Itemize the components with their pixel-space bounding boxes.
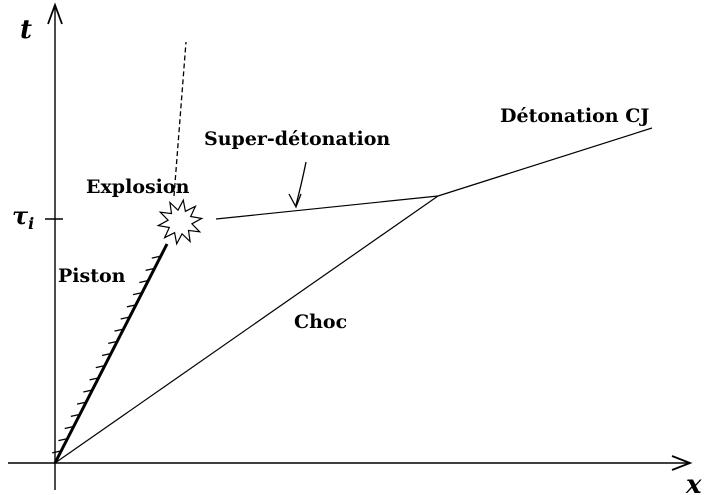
super-detonation-line xyxy=(215,195,439,220)
piston-hatch-tick xyxy=(151,255,161,259)
piston-hatch-tick xyxy=(145,267,155,271)
dotted-trajectory xyxy=(173,41,187,197)
piston-hatching xyxy=(52,255,161,454)
piston-hatch-tick xyxy=(52,450,62,454)
super-detonation-label: Super-détonation xyxy=(204,128,390,150)
super-detonation-pointer-arrowhead xyxy=(288,193,302,209)
choc-label: Choc xyxy=(294,311,347,333)
piston-hatch-tick xyxy=(89,377,99,381)
piston-hatch-tick xyxy=(64,425,74,430)
piston-label: Piston xyxy=(58,265,126,287)
cj-detonation-line xyxy=(437,127,653,197)
piston-hatch-tick xyxy=(108,340,118,344)
piston-hatch-tick xyxy=(126,304,137,308)
x-axis-arrowhead xyxy=(671,455,693,471)
explosion-label: Explosion xyxy=(86,176,190,198)
shock-line xyxy=(54,195,439,464)
t-axis-arrowhead xyxy=(47,2,63,25)
detonation-cj-label: Détonation CJ xyxy=(500,105,649,127)
piston-hatch-tick xyxy=(139,279,149,284)
piston-hatch-tick xyxy=(83,389,93,393)
piston-hatch-tick xyxy=(101,352,112,357)
piston-hatch-tick xyxy=(120,316,130,320)
piston-hatch-tick xyxy=(58,438,68,442)
t-axis-label: t xyxy=(20,15,32,45)
piston-hatch-tick xyxy=(114,328,124,332)
explosion-star-icon xyxy=(156,198,204,246)
piston-hatch-tick xyxy=(76,401,87,405)
tau-label: τi xyxy=(12,201,34,233)
super-detonation-pointer-arrow xyxy=(295,161,307,206)
piston-hatch-tick xyxy=(132,292,143,296)
x-axis-label: x xyxy=(685,470,702,495)
piston-hatch-tick xyxy=(70,413,81,417)
piston-hatch-tick xyxy=(95,365,105,369)
